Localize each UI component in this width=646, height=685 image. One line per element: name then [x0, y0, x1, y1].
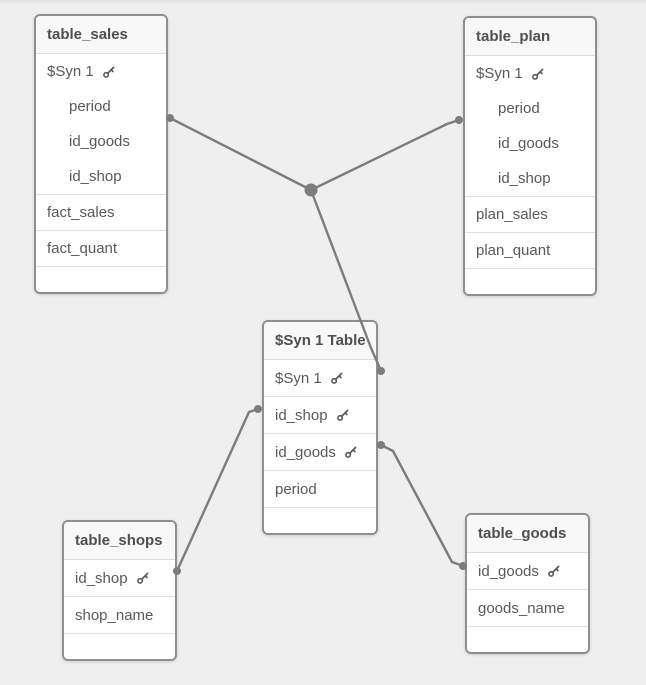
- field-label: id_shop: [498, 170, 551, 187]
- field-label: id_goods: [478, 562, 539, 580]
- table-header-table_goods[interactable]: table_goods: [467, 515, 588, 553]
- synthetic-key-junction-dot: [304, 183, 318, 197]
- field-label: id_goods: [275, 443, 336, 461]
- field-row-period[interactable]: period: [264, 470, 376, 507]
- field-row-plan_quant[interactable]: plan_quant: [465, 232, 595, 268]
- field-label: plan_sales: [476, 206, 548, 223]
- field-row-syn1[interactable]: $Syn 1: [465, 56, 595, 91]
- field-row-period[interactable]: period: [36, 89, 166, 124]
- table-title: table_sales: [47, 26, 128, 43]
- field-row-syn1[interactable]: $Syn 1: [36, 54, 166, 89]
- field-label: $Syn 1: [476, 65, 523, 82]
- field-label: id_shop: [69, 168, 122, 185]
- table-table_sales[interactable]: table_sales $Syn 1 period id_goods id_sh…: [34, 14, 168, 294]
- table-table_plan[interactable]: table_plan $Syn 1 period id_goods id_sho…: [463, 16, 597, 296]
- key-icon: [531, 68, 544, 80]
- connector-syntable-goods: [379, 443, 465, 568]
- field-row-id_goods[interactable]: id_goods: [467, 553, 588, 589]
- endpoint-dot-syntable-syn: [377, 367, 385, 375]
- field-row-id_shop[interactable]: id_shop: [264, 396, 376, 433]
- field-label: goods_name: [478, 599, 565, 617]
- field-row-id_goods[interactable]: id_goods: [36, 124, 166, 159]
- table-header-table_shops[interactable]: table_shops: [64, 522, 175, 560]
- field-row-id_goods[interactable]: id_goods: [264, 433, 376, 470]
- key-icon: [547, 565, 560, 577]
- field-label: fact_sales: [47, 204, 115, 221]
- endpoint-dot-syntable-idgoods: [377, 441, 385, 449]
- key-icon: [330, 372, 343, 384]
- field-label: shop_name: [75, 606, 154, 624]
- endpoint-dot-plan: [455, 116, 463, 124]
- table-title: table_goods: [478, 525, 567, 542]
- table-title: table_plan: [476, 28, 551, 45]
- table-title: $Syn 1 Table: [275, 332, 366, 349]
- field-label: id_shop: [275, 406, 328, 424]
- field-label: id_goods: [69, 133, 130, 150]
- field-row-shop_name[interactable]: shop_name: [64, 596, 175, 633]
- field-label: period: [275, 480, 317, 498]
- table-title: table_shops: [75, 532, 163, 549]
- field-row-id_goods[interactable]: id_goods: [465, 126, 595, 161]
- field-row-plan_sales[interactable]: plan_sales: [465, 196, 595, 232]
- field-row-period[interactable]: period: [465, 91, 595, 126]
- field-label: plan_quant: [476, 242, 551, 259]
- field-label: id_goods: [498, 135, 559, 152]
- connector-shops-syntable: [175, 407, 260, 573]
- key-icon: [344, 446, 357, 458]
- table-header-table_plan[interactable]: table_plan: [465, 18, 595, 56]
- table-footer: [36, 266, 166, 292]
- field-row-id_shop[interactable]: id_shop: [465, 161, 595, 196]
- field-label: $Syn 1: [275, 369, 322, 387]
- table-header-table_sales[interactable]: table_sales: [36, 16, 166, 54]
- key-icon: [102, 66, 115, 78]
- field-row-id_shop[interactable]: id_shop: [36, 159, 166, 194]
- field-row-goods_name[interactable]: goods_name: [467, 589, 588, 626]
- table-table_shops[interactable]: table_shops id_shop shop_name: [62, 520, 177, 661]
- table-syn1-table[interactable]: $Syn 1 Table $Syn 1 id_shop id_goods: [262, 320, 378, 535]
- field-label: $Syn 1: [47, 63, 94, 80]
- field-row-fact_sales[interactable]: fact_sales: [36, 194, 166, 230]
- table-table_goods[interactable]: table_goods id_goods goods_name: [465, 513, 590, 654]
- connector-sales-junction: [168, 116, 313, 192]
- key-icon: [136, 572, 148, 584]
- field-row-fact_quant[interactable]: fact_quant: [36, 230, 166, 266]
- field-label: id_shop: [75, 569, 128, 587]
- table-footer: [264, 507, 376, 533]
- field-row-id_shop[interactable]: id_shop: [64, 560, 175, 596]
- table-footer: [465, 268, 595, 294]
- table-header-syn1-table[interactable]: $Syn 1 Table: [264, 322, 376, 360]
- field-row-syn1[interactable]: $Syn 1: [264, 360, 376, 396]
- table-footer: [467, 626, 588, 652]
- key-icon: [336, 409, 348, 421]
- field-label: period: [498, 100, 540, 117]
- connector-plan-junction: [309, 118, 461, 192]
- field-label: fact_quant: [47, 240, 118, 257]
- field-label: period: [69, 98, 111, 115]
- endpoint-dot-syntable-idshop: [254, 405, 262, 413]
- table-footer: [64, 633, 175, 659]
